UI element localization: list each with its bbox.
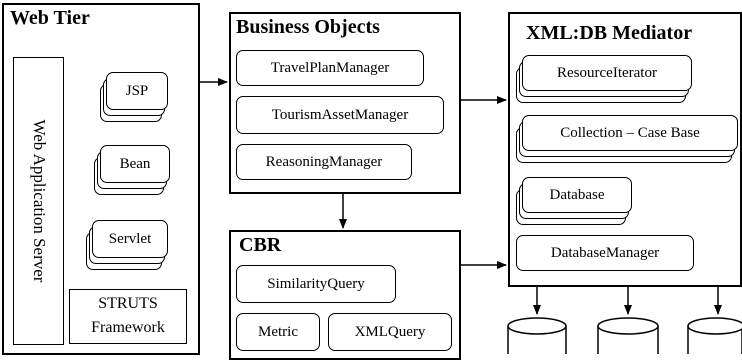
similarity-query-box: SimilarityQuery: [236, 265, 396, 303]
tourism-asset-manager-box: TourismAssetManager: [236, 96, 444, 134]
database-cylinder-2: [597, 317, 659, 354]
collection-case-base-label: Collection – Case Base: [522, 115, 738, 151]
web-application-server-box: Web Application Server: [13, 57, 64, 345]
travel-plan-manager-box: TravelPlanManager: [236, 50, 424, 86]
cbr-title: CBR: [239, 234, 282, 256]
bean-label: Bean: [100, 145, 170, 183]
reasoning-manager-box: ReasoningManager: [236, 144, 412, 180]
struts-framework-box: STRUTS Framework: [69, 289, 187, 344]
database-component: Database: [516, 177, 634, 225]
jsp-label: JSP: [106, 72, 168, 110]
servlet-label: Servlet: [92, 220, 168, 258]
business-objects-title: Business Objects: [236, 16, 380, 38]
metric-box: Metric: [236, 313, 320, 351]
jsp-component: JSP: [100, 72, 170, 122]
bean-component: Bean: [94, 145, 172, 195]
collection-case-base-component: Collection – Case Base: [516, 115, 738, 163]
resource-iterator-label: ResourceIterator: [522, 55, 692, 91]
database-label: Database: [522, 177, 632, 213]
framework-label: Framework: [91, 319, 165, 336]
resource-iterator-component: ResourceIterator: [516, 55, 694, 103]
database-manager-box: DatabaseManager: [516, 235, 694, 271]
servlet-component: Servlet: [86, 220, 170, 270]
web-tier-title: Web Tier: [10, 7, 90, 29]
struts-label: STRUTS: [98, 295, 158, 312]
xml-query-box: XMLQuery: [328, 313, 452, 351]
xmldb-mediator-title: XML:DB Mediator: [526, 22, 693, 44]
database-cylinder-3: [687, 317, 742, 354]
database-cylinder-1: [507, 317, 567, 354]
